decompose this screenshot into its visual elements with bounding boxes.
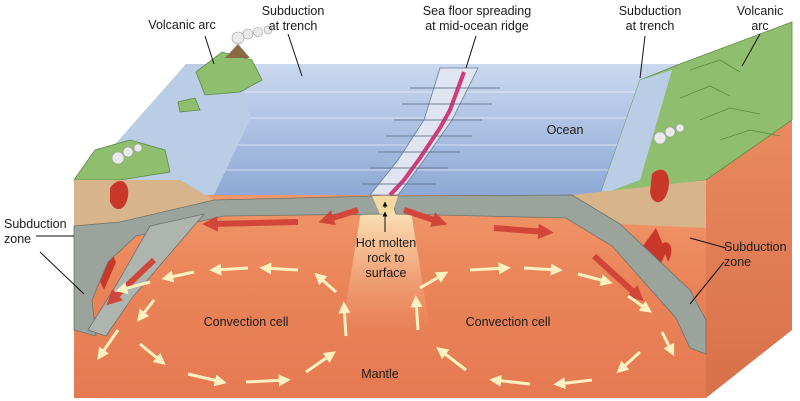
- label-convection-cell-left: Convection cell: [204, 315, 289, 329]
- plate-motion-arrows: [106, 207, 644, 306]
- plate-arrow-right-2: [493, 223, 554, 240]
- right-continent-face: [572, 180, 706, 228]
- plate-arrow-right-1: [403, 207, 448, 227]
- leader-lines: [36, 33, 761, 305]
- label-sea-floor-spreading-1: Sea floor spreading: [423, 4, 531, 18]
- label-subduction-trench-right-2: at trench: [626, 19, 675, 33]
- left-volcano-smoke: [231, 25, 273, 45]
- left-arc-volcano-peak: [225, 44, 250, 58]
- left-island-small: [177, 97, 201, 113]
- label-sea-floor-spreading-2: at mid-ocean ridge: [425, 19, 529, 33]
- label-subduction-zone-right-2: zone: [724, 255, 751, 269]
- convection-arrows-right: [410, 262, 675, 390]
- left-coast-smoke: [111, 143, 143, 165]
- label-subduction-trench-left-1: Subduction: [262, 4, 325, 18]
- left-island-arc: [195, 51, 263, 96]
- right-coastal-shelf: [600, 70, 672, 195]
- right-continent-relief: [679, 59, 781, 141]
- plate-arrow-left-2: [318, 207, 359, 226]
- label-hot-molten-rock-1: Hot molten: [356, 236, 416, 250]
- left-subducting-slab: [87, 213, 206, 337]
- mantle-side-face: [706, 120, 792, 398]
- label-volcanic-arc-right-2: arc: [751, 19, 768, 33]
- label-convection-cell-right: Convection cell: [466, 315, 551, 329]
- plate-arrow-left-1: [202, 216, 299, 232]
- plate-arrow-slab-right: [591, 253, 644, 302]
- right-volcano-smoke: [653, 123, 685, 145]
- left-continent-face: [74, 180, 214, 226]
- convection-arrows-left: [97, 262, 351, 387]
- right-oceanic-plate: [389, 194, 707, 355]
- label-volcanic-arc-right-1: Volcanic: [737, 4, 784, 18]
- label-subduction-trench-right-1: Subduction: [619, 4, 682, 18]
- label-subduction-zone-left-2: zone: [4, 232, 31, 246]
- rising-magma-plume: [342, 205, 430, 330]
- mid-ocean-ridge: [369, 67, 479, 196]
- label-hot-molten-rock-2: rock to: [367, 251, 405, 265]
- label-subduction-zone-right-1: Subduction: [724, 240, 787, 254]
- label-hot-molten-rock-3: surface: [366, 266, 407, 280]
- label-ocean: Ocean: [547, 123, 584, 137]
- label-volcanic-arc-left: Volcanic arc: [148, 18, 215, 32]
- label-subduction-trench-left-2: at trench: [269, 19, 318, 33]
- ridge-fracture-lines: [362, 87, 500, 185]
- label-subduction-zone-left-1: Subduction: [4, 217, 67, 231]
- label-mantle: Mantle: [361, 367, 399, 381]
